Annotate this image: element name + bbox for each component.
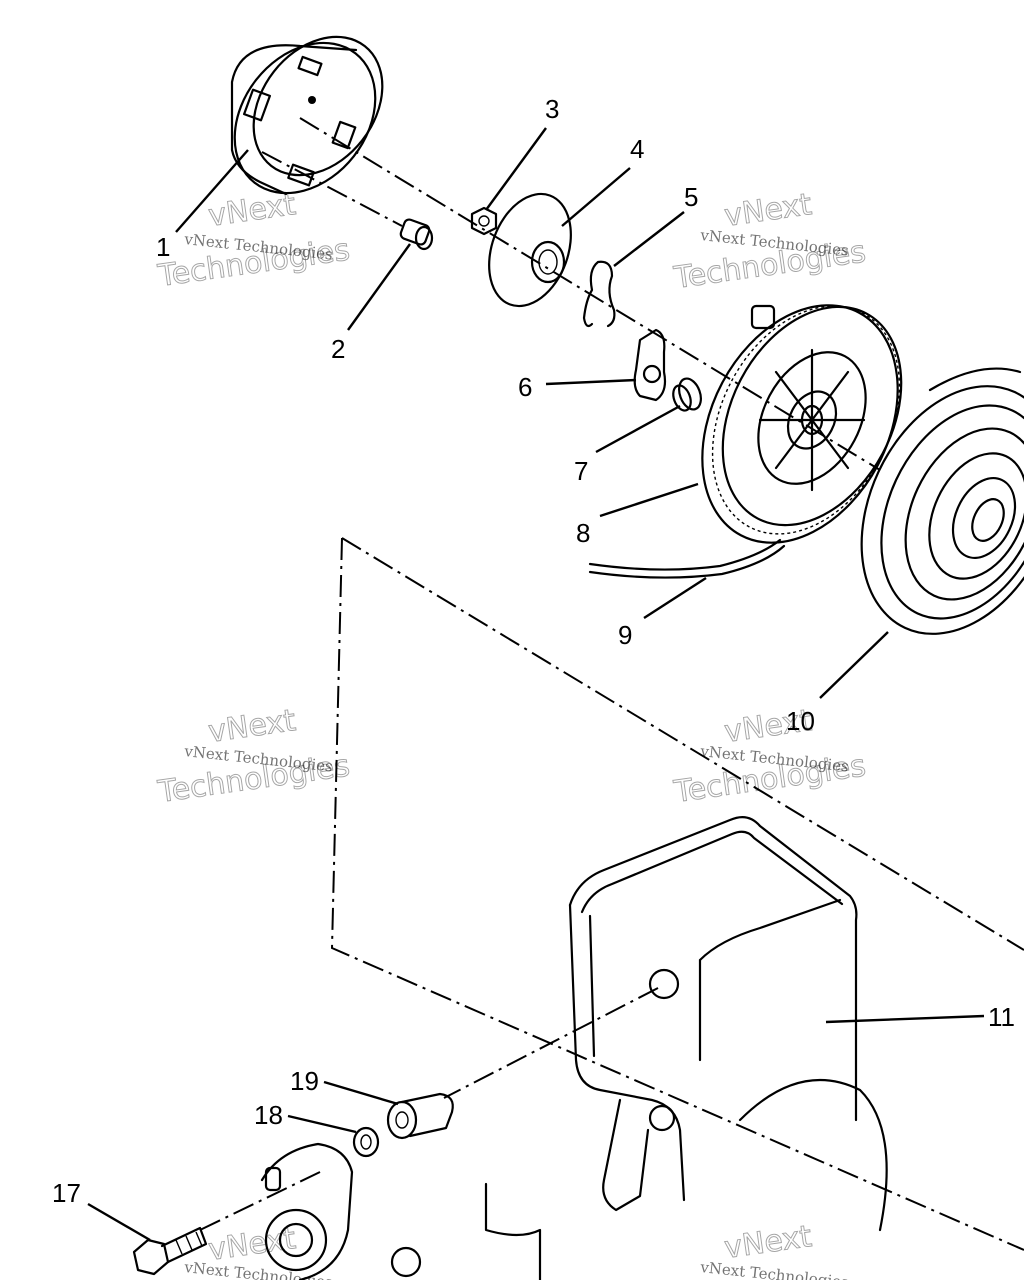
label-part-19: 19 <box>290 1066 319 1096</box>
label-part-2: 2 <box>331 334 345 364</box>
watermark-vnext: vNext <box>206 703 298 750</box>
part-6-pawl <box>633 328 667 402</box>
part-10-recoil-spring <box>860 367 1024 635</box>
label-part-10: 10 <box>786 706 815 736</box>
part-labels: 1 2 3 4 5 6 7 8 9 10 11 19 18 17 <box>52 94 1015 1208</box>
watermark-mid-left: vNext vNext Technologies Technologies <box>155 703 353 811</box>
assembly-centerlines <box>199 117 1024 1251</box>
watermark-bottom-left: vNext vNext Technologies <box>183 1221 334 1280</box>
label-part-18: 18 <box>254 1100 283 1130</box>
label-part-9: 9 <box>618 620 632 650</box>
watermark-vnext: vNext <box>722 1219 814 1266</box>
label-part-8: 8 <box>576 518 590 548</box>
watermark-vnext: vNext <box>722 187 814 234</box>
watermark-top-left: vNext vNext Technologies Technologies <box>155 187 353 295</box>
watermark-mid-right: vNext vNext Technologies Technologies <box>671 703 869 811</box>
part-18-washer <box>352 1126 380 1158</box>
label-part-4: 4 <box>630 134 644 164</box>
part-5-clip <box>582 260 616 328</box>
watermark-top-right: vNext vNext Technologies Technologies <box>671 187 869 297</box>
part-3-nut <box>470 206 498 236</box>
label-part-11: 11 <box>988 1002 1015 1032</box>
handle-bracket <box>260 1142 422 1280</box>
label-part-7: 7 <box>574 456 588 486</box>
label-part-3: 3 <box>545 94 559 124</box>
part-1-starter-cup <box>230 35 384 196</box>
label-part-5: 5 <box>684 182 698 212</box>
label-part-6: 6 <box>518 372 532 402</box>
part-11-blower-housing <box>484 815 888 1280</box>
watermark-vnext: vNext <box>206 187 298 234</box>
watermark-bottom-right: vNext vNext Technologies <box>699 1219 850 1280</box>
leader-lines <box>87 127 985 1242</box>
part-2-fitting <box>399 218 434 251</box>
label-part-1: 1 <box>156 232 170 262</box>
part-19-bushing <box>386 1092 454 1140</box>
part-9-rope <box>588 538 786 579</box>
watermark-vnext: vNext <box>722 703 814 750</box>
watermark-text: vNext Technologies <box>699 1258 850 1280</box>
label-part-17: 17 <box>52 1178 81 1208</box>
part-7-bushing <box>672 377 702 412</box>
part-8-recoil-pulley <box>701 304 903 544</box>
